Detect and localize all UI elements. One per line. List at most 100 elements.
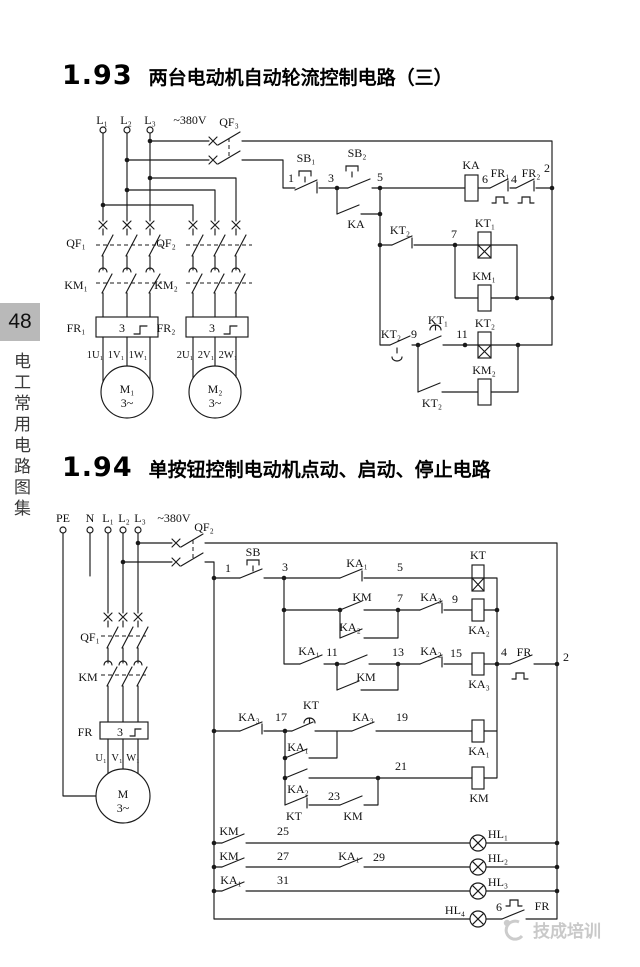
- label-fr2-box: FR₂: [157, 321, 176, 335]
- node-9: 9: [452, 592, 458, 606]
- motor1-name: M₁: [120, 382, 135, 396]
- terminal-1v1: 1V₁: [108, 350, 125, 361]
- label-hl1: HL₁: [488, 827, 508, 841]
- label-km2-coil: KM₂: [472, 363, 496, 377]
- fig193-labels: L₁ L₂ L₃ ~380V QF₃ 1 SB₁ 3 SB₂ 5 KA KA 6…: [64, 113, 550, 410]
- label-ka3-r4: KA₃: [238, 710, 260, 724]
- terminal-w1: W₁: [126, 753, 140, 764]
- label-ka1-r5: KA₁: [287, 740, 309, 754]
- terminal-1w1: 1W₁: [129, 350, 148, 361]
- node-23: 23: [328, 789, 340, 803]
- label-voltage: ~380V: [157, 511, 190, 525]
- label-kt1-coil: KT₁: [475, 216, 495, 230]
- node-31: 31: [277, 873, 289, 887]
- label-sb1: SB₁: [297, 151, 316, 165]
- node-5: 5: [377, 170, 383, 184]
- watermark: 技成培训: [498, 916, 601, 942]
- fig194-junction-dots: [120, 540, 560, 894]
- label-ka3-r2: KA₃: [420, 590, 442, 604]
- node-2: 2: [544, 161, 550, 175]
- node-1: 1: [288, 171, 294, 185]
- label-n: N: [86, 511, 95, 525]
- label-km-r8: KM: [219, 824, 239, 838]
- terminal-v1: V₁: [111, 753, 122, 764]
- label-phase-l3: L₃: [144, 113, 156, 127]
- label-l3: L₃: [134, 511, 146, 525]
- label-kt2-coil: KT₂: [475, 316, 495, 330]
- label-fr-box: FR: [78, 725, 93, 739]
- terminal-1u1: 1U₁: [87, 350, 104, 361]
- node-4: 4: [501, 645, 507, 659]
- label-fr1-rating: 3: [119, 321, 125, 335]
- node-27: 27: [277, 849, 289, 863]
- node-5: 5: [397, 560, 403, 574]
- label-fr-r11: FR: [535, 899, 550, 913]
- label-sb: SB: [246, 545, 261, 559]
- label-kt-r7: KT: [286, 809, 303, 823]
- label-ka1-r1: KA₁: [346, 556, 368, 570]
- label-km-main: KM: [78, 670, 98, 684]
- label-fr1-box: FR₁: [67, 321, 86, 335]
- motor2-name: M₂: [208, 382, 223, 396]
- node-29: 29: [373, 850, 385, 864]
- label-ka-coil: KA: [462, 158, 480, 172]
- fig194-schematic: PE N L₁ L₂ L₃ ~380V QF₂ 1 SB 3 KA₁ 5 KT …: [56, 511, 569, 928]
- label-qf3: QF₃: [219, 115, 239, 129]
- label-hl3: HL₃: [488, 875, 508, 889]
- label-ka1-r9: KA₁: [338, 849, 360, 863]
- label-kt2-nc: KT₂: [390, 223, 410, 237]
- node-11: 11: [456, 327, 468, 341]
- label-fr1-contact: FR₁: [491, 166, 510, 180]
- label-ka2-coil: KA₂: [468, 623, 490, 637]
- label-ka2-r3: KA₂: [420, 644, 442, 658]
- page-number-badge: 48: [0, 303, 40, 341]
- label-phase-l2: L₂: [120, 113, 132, 127]
- motor2-phases: 3~: [209, 396, 222, 410]
- node-3: 3: [282, 560, 288, 574]
- label-ka1-coil: KA₁: [468, 744, 490, 758]
- label-ka-contact: KA: [347, 217, 365, 231]
- label-hl4: HL₄: [445, 903, 465, 917]
- label-fr2-contact: FR₂: [522, 166, 541, 180]
- terminal-2v1: 2V₁: [198, 350, 215, 361]
- label-ka2-r6: KA₂: [287, 782, 309, 796]
- label-km2-main: KM₂: [154, 278, 178, 292]
- label-fr-rating: 3: [117, 725, 123, 739]
- label-hl2: HL₂: [488, 851, 508, 865]
- label-km-r9: KM: [219, 849, 239, 863]
- fig193-caption: 两台电动机自动轮流控制电路（三）: [148, 68, 453, 89]
- node-6: 6: [496, 900, 502, 914]
- label-kt1-contact: KT₁: [428, 313, 448, 327]
- node-7: 7: [397, 591, 403, 605]
- fig194-caption: 单按钮控制电动机点动、启动、停止电路: [148, 460, 491, 481]
- label-qf1: QF₁: [66, 236, 86, 250]
- fig193-title: 1.93 两台电动机自动轮流控制电路（三）: [62, 60, 453, 91]
- label-l2: L₂: [118, 511, 130, 525]
- terminal-u1: U₁: [95, 753, 106, 764]
- label-ka1-r3: KA₁: [298, 644, 320, 658]
- node-11: 11: [326, 645, 338, 659]
- label-kt2-delay: KT₂: [381, 327, 401, 341]
- node-25: 25: [277, 824, 289, 838]
- node-2: 2: [563, 650, 569, 664]
- label-km-r7: KM: [343, 809, 363, 823]
- label-ka3-r4b: KA₃: [352, 710, 374, 724]
- motor1-phases: 3~: [121, 396, 134, 410]
- label-fr-r3: FR: [517, 645, 532, 659]
- label-km1-coil: KM₁: [472, 269, 496, 283]
- label-qf1: QF₁: [80, 630, 100, 644]
- label-km-r3: KM: [356, 670, 376, 684]
- label-voltage: ~380V: [173, 113, 206, 127]
- label-fr2-rating: 3: [209, 321, 215, 335]
- node-15: 15: [450, 646, 462, 660]
- node-3: 3: [328, 171, 334, 185]
- terminal-2w1: 2W₁: [219, 350, 238, 361]
- node-4: 4: [511, 172, 517, 186]
- label-kt-coil: KT: [470, 548, 487, 562]
- label-kt2-no: KT₂: [422, 396, 442, 410]
- watermark-text: 技成培训: [533, 921, 601, 941]
- label-ka1-r10: KA₁: [220, 873, 242, 887]
- node-13: 13: [392, 645, 404, 659]
